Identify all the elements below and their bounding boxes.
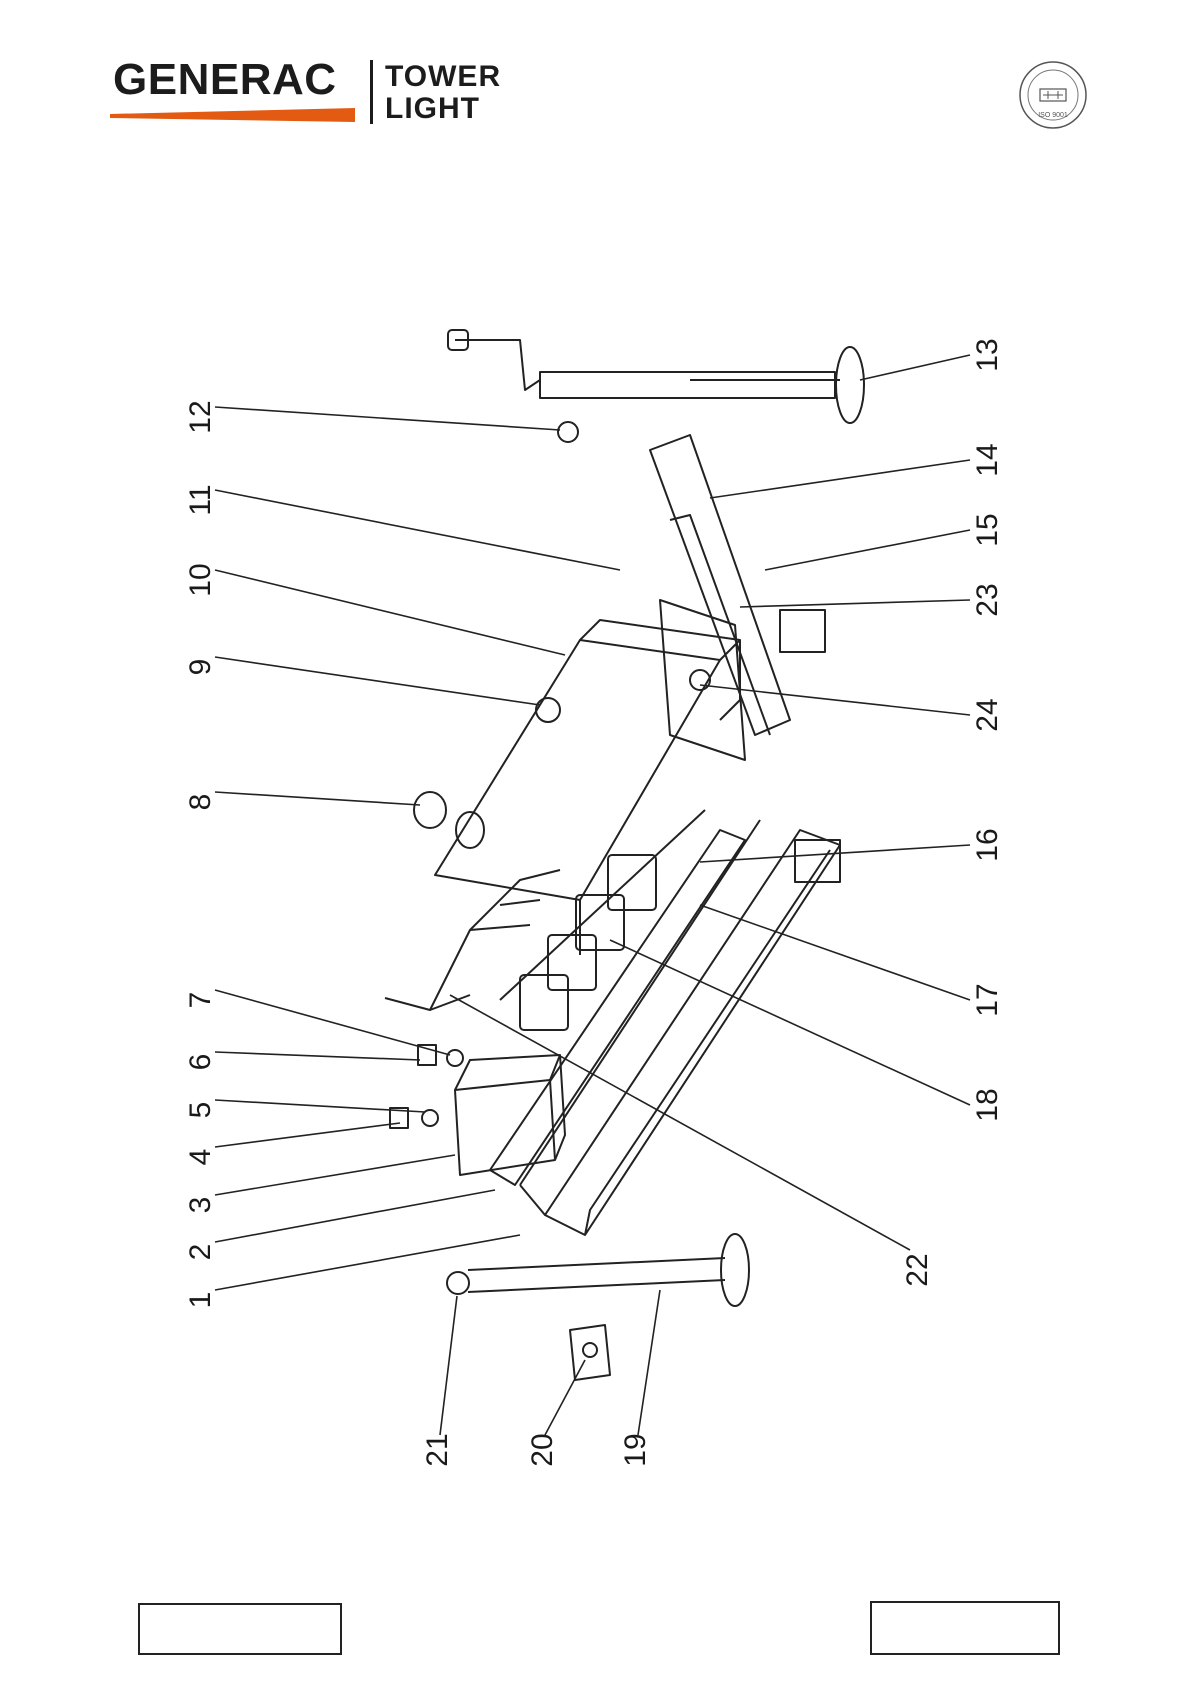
jockey-jack [370, 330, 864, 855]
callout-16: 16 [971, 828, 1004, 861]
callout-7: 7 [184, 992, 217, 1009]
callout-4: 4 [184, 1149, 217, 1166]
callout-2: 2 [184, 1244, 217, 1261]
callout-10: 10 [184, 563, 217, 596]
callout-17: 17 [971, 983, 1004, 1016]
tow-bar [650, 435, 790, 735]
callout-23: 23 [971, 583, 1004, 616]
mounting-plate [490, 810, 745, 1185]
callout-24: 24 [971, 698, 1004, 731]
callout-6: 6 [184, 1054, 217, 1071]
junction-box [455, 1055, 565, 1175]
callout-11: 11 [184, 484, 217, 515]
callout-14: 14 [971, 443, 1004, 476]
callout-3: 3 [184, 1197, 217, 1214]
stabilizer-leg [468, 1234, 749, 1306]
cable-harness [385, 870, 560, 1010]
callout-21: 21 [421, 1433, 454, 1466]
callout-1: 1 [184, 1292, 217, 1309]
callout-5: 5 [184, 1102, 217, 1119]
control-box [435, 620, 740, 955]
callout-9: 9 [184, 659, 217, 676]
callout-15: 15 [971, 513, 1004, 546]
clamp [570, 1325, 610, 1380]
footer-box-left [138, 1603, 342, 1655]
callout-12: 12 [184, 400, 217, 433]
callout-8: 8 [184, 794, 217, 811]
cover-plate [660, 600, 745, 760]
small-parts [390, 422, 578, 1128]
callout-19: 19 [619, 1433, 652, 1466]
callout-18: 18 [971, 1088, 1004, 1121]
callout-20: 20 [526, 1433, 559, 1466]
callout-22: 22 [901, 1253, 934, 1286]
footer-box-right [870, 1601, 1060, 1655]
callout-13: 13 [971, 338, 1004, 371]
cap [447, 1272, 469, 1294]
